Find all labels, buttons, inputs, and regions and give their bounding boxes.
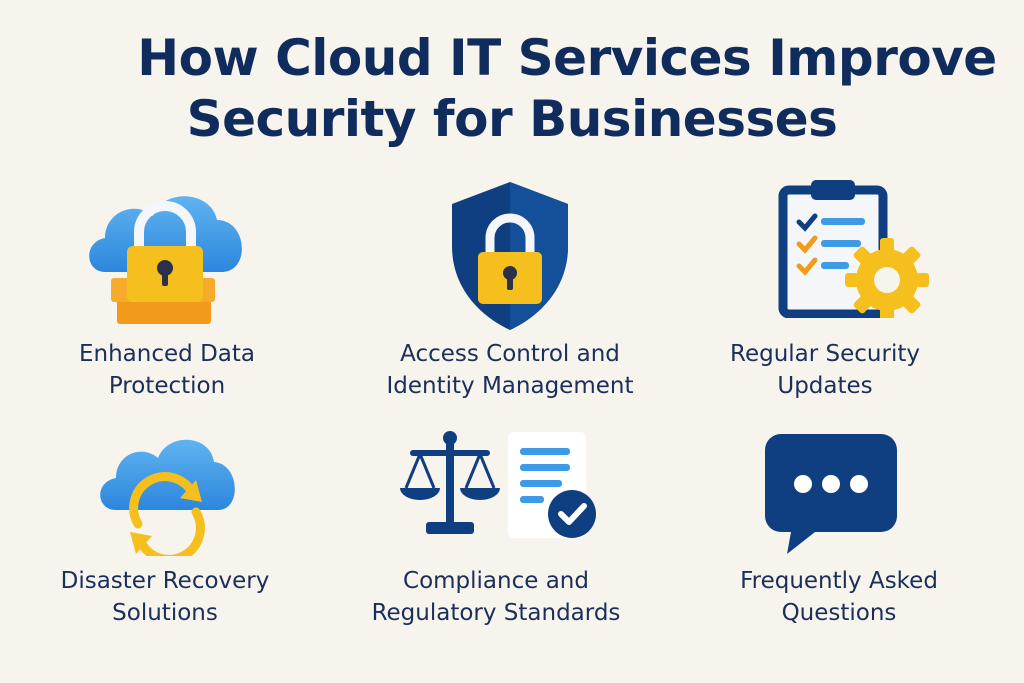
card-disaster-recovery bbox=[2, 426, 332, 556]
cloud-lock-icon bbox=[89, 196, 242, 324]
chat-bubble-icon bbox=[765, 434, 897, 554]
label-regular-security-updates: Regular Security Updates bbox=[730, 341, 920, 399]
card-faq bbox=[666, 430, 996, 556]
scales-document-icon bbox=[400, 431, 596, 538]
card-compliance bbox=[336, 430, 666, 542]
label-enhanced-data-protection: Enhanced Data Protection bbox=[79, 341, 255, 399]
label-compliance: Compliance and Regulatory Standards bbox=[371, 568, 621, 626]
checklist-gear-icon bbox=[778, 180, 929, 318]
card-enhanced-data-protection bbox=[2, 186, 332, 332]
card-regular-security-updates bbox=[683, 178, 1013, 318]
scales-icon bbox=[400, 431, 500, 534]
shield-lock-icon bbox=[452, 182, 568, 330]
label-access-control: Access Control and Identity Management bbox=[386, 341, 634, 399]
label-disaster-recovery: Disaster Recovery Solutions bbox=[60, 568, 270, 626]
cloud-sync-icon bbox=[100, 439, 235, 556]
title-line-2: Security for Businesses bbox=[186, 90, 838, 148]
card-access-control bbox=[345, 180, 675, 332]
title-line-1: How Cloud IT Services Improve bbox=[137, 29, 997, 87]
label-faq: Frequently Asked Questions bbox=[740, 568, 938, 626]
page-title: How Cloud IT Services Improve Security f… bbox=[0, 28, 1024, 150]
checkmark-badge-icon bbox=[548, 490, 596, 538]
